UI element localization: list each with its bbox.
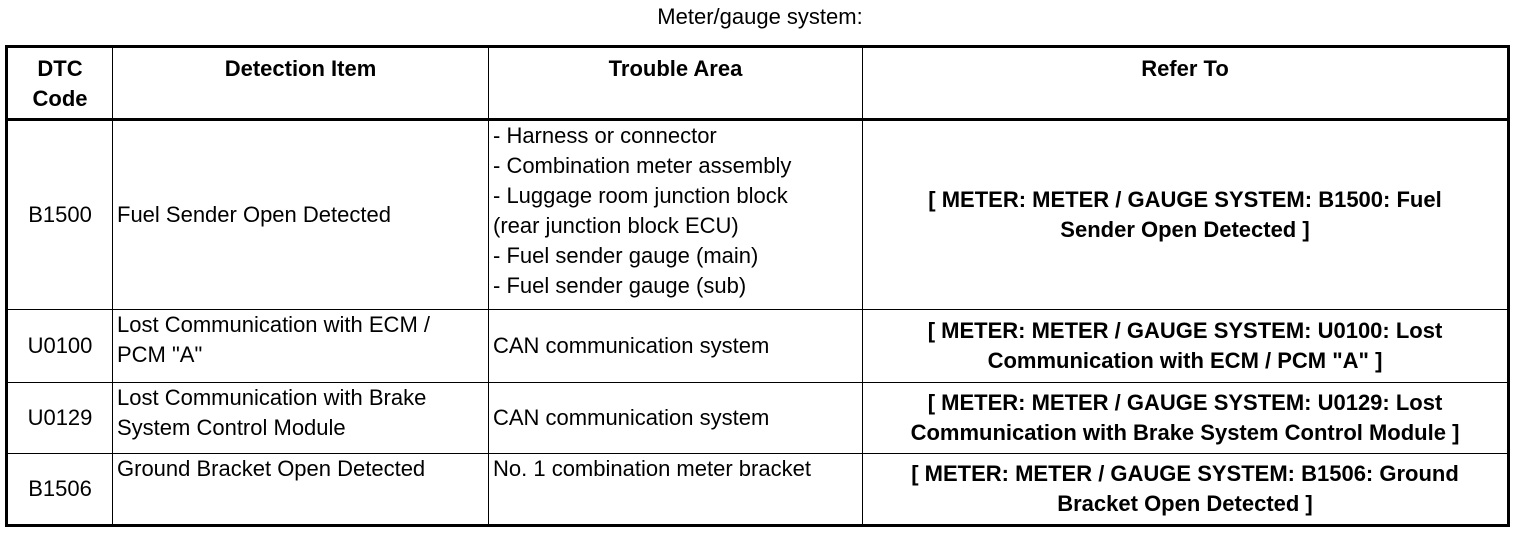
dtc-code-cell: B1506 — [6, 453, 113, 526]
refer-to-link[interactable]: [ METER: METER / GAUGE SYSTEM: B1506: Gr… — [862, 453, 1509, 526]
header-dtc-code: DTC Code — [6, 46, 113, 121]
table-row: B1500 Fuel Sender Open Detected - Harnes… — [6, 119, 1509, 310]
header-trouble-area: Trouble Area — [488, 46, 863, 121]
detection-item-cell: Lost Communication with Brake System Con… — [112, 382, 489, 454]
header-detection-item: Detection Item — [112, 46, 489, 121]
table-caption: Meter/gauge system: — [657, 4, 863, 29]
table-row: U0129 Lost Communication with Brake Syst… — [6, 382, 1509, 454]
refer-to-link[interactable]: [ METER: METER / GAUGE SYSTEM: U0129: Lo… — [862, 382, 1509, 454]
trouble-area-line: (rear junction block ECU) — [493, 213, 739, 238]
detection-item-cell: Ground Bracket Open Detected — [112, 453, 489, 526]
trouble-area-cell: - Harness or connector - Combination met… — [488, 119, 863, 310]
trouble-area-line: - Luggage room junction block — [493, 183, 788, 208]
trouble-area-line: - Fuel sender gauge (sub) — [493, 273, 747, 298]
trouble-area-line: - Harness or connector — [493, 123, 717, 148]
dtc-code-cell: U0100 — [6, 309, 113, 383]
table-header-row: DTC Code Detection Item Trouble Area Ref… — [6, 46, 1509, 121]
refer-to-link[interactable]: [ METER: METER / GAUGE SYSTEM: U0100: Lo… — [862, 309, 1509, 383]
detection-item-cell: Fuel Sender Open Detected — [112, 119, 489, 310]
trouble-area-cell: CAN communication system — [488, 309, 863, 383]
dtc-code-cell: B1500 — [6, 119, 113, 310]
table-row: U0100 Lost Communication with ECM / PCM … — [6, 309, 1509, 383]
refer-to-link[interactable]: [ METER: METER / GAUGE SYSTEM: B1500: Fu… — [862, 119, 1509, 310]
trouble-area-line: - Fuel sender gauge (main) — [493, 243, 759, 268]
trouble-area-line: No. 1 combination meter bracket — [493, 456, 811, 481]
trouble-area-line: - Combination meter assembly — [493, 153, 792, 178]
trouble-area-cell: CAN communication system — [488, 382, 863, 454]
table-row: B1506 Ground Bracket Open Detected No. 1… — [6, 453, 1509, 526]
detection-item-cell: Lost Communication with ECM / PCM "A" — [112, 309, 489, 383]
dtc-table: DTC Code Detection Item Trouble Area Ref… — [5, 45, 1510, 527]
trouble-area-line: CAN communication system — [493, 405, 770, 430]
dtc-code-cell: U0129 — [6, 382, 113, 454]
header-refer-to: Refer To — [862, 46, 1509, 121]
trouble-area-line: CAN communication system — [493, 333, 770, 358]
trouble-area-cell: No. 1 combination meter bracket — [488, 453, 863, 526]
